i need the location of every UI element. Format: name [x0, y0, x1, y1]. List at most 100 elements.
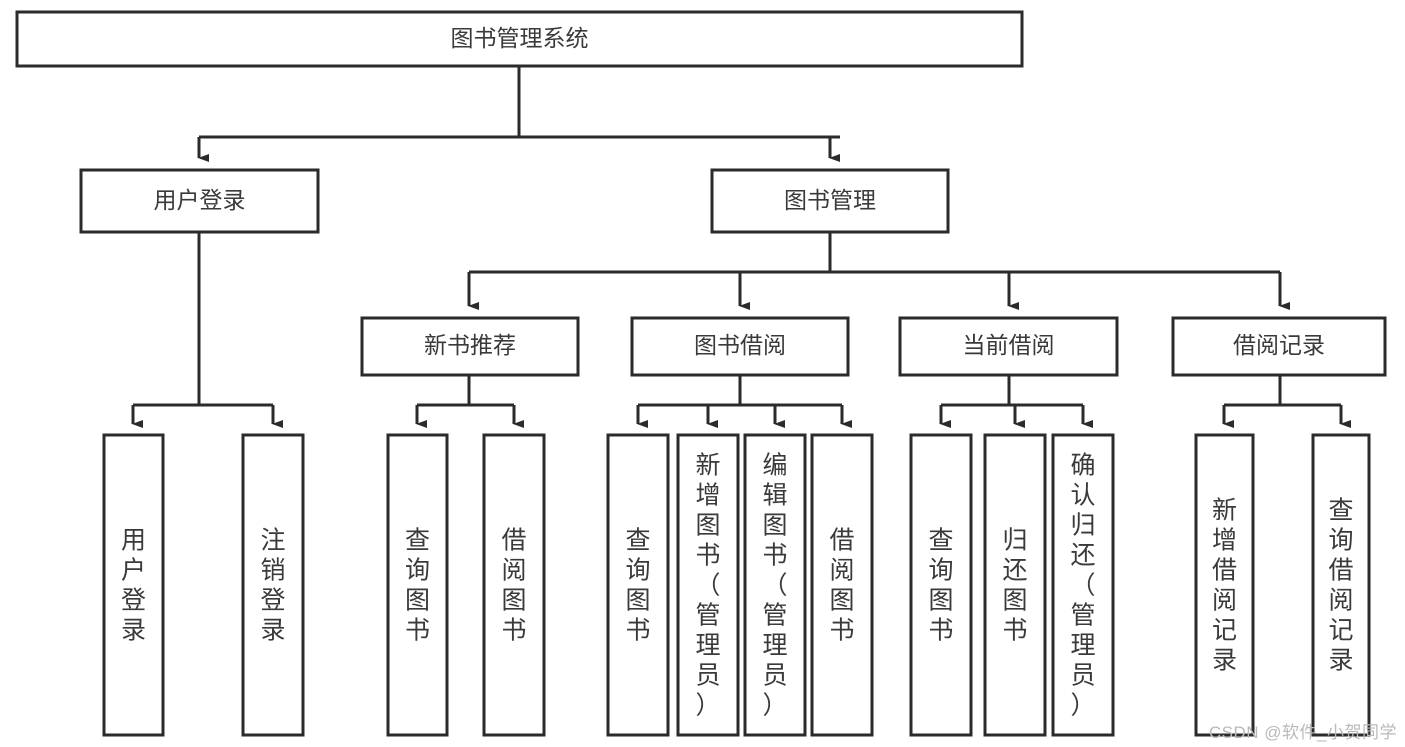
leaf-user-login-label: 用户登录	[121, 526, 146, 644]
svg-text:理: 理	[1070, 631, 1095, 659]
node-root[interactable]: 图书管理系统	[15, 10, 1024, 68]
svg-text:（: （	[762, 571, 787, 599]
node-book-manage-box[interactable]	[710, 168, 950, 234]
node-root-box[interactable]	[15, 10, 1024, 68]
svg-text:询: 询	[405, 556, 430, 584]
node-book-manage[interactable]: 图书管理	[710, 168, 950, 234]
node-new-book-rec-box[interactable]	[360, 316, 580, 377]
node-leaf-confirm-return-box[interactable]	[1051, 433, 1115, 737]
connector-group-book-borrow-to-leaves	[636, 375, 852, 428]
svg-text:图: 图	[405, 586, 430, 614]
svg-text:录: 录	[1212, 646, 1237, 674]
node-book-borrow[interactable]: 图书借阅	[630, 316, 850, 377]
svg-text:新: 新	[695, 451, 720, 479]
svg-text:理: 理	[762, 631, 787, 659]
svg-text:理: 理	[695, 631, 720, 659]
svg-text:借: 借	[1212, 556, 1237, 584]
svg-text:登: 登	[121, 586, 146, 614]
node-leaf-borrow-book-1-box[interactable]	[482, 433, 546, 737]
svg-text:阅: 阅	[1212, 586, 1237, 614]
node-leaf-borrow-book-2-box[interactable]	[810, 433, 874, 737]
svg-text:管: 管	[1070, 601, 1095, 629]
svg-text:阅: 阅	[829, 556, 854, 584]
node-borrow-record-box[interactable]	[1171, 316, 1387, 377]
svg-text:登: 登	[260, 586, 285, 614]
svg-text:管: 管	[695, 601, 720, 629]
node-leaf-query-record-box[interactable]	[1311, 433, 1371, 737]
node-leaf-query-book-2[interactable]	[606, 433, 670, 737]
svg-text:记: 记	[1212, 616, 1237, 644]
node-borrow-record-label: 借阅记录	[1233, 332, 1325, 358]
svg-text:书: 书	[928, 616, 953, 644]
svg-text:查: 查	[928, 526, 953, 554]
node-book-borrow-box[interactable]	[630, 316, 850, 377]
node-leaf-logout[interactable]	[241, 433, 305, 737]
svg-text:编: 编	[762, 451, 787, 479]
svg-text:书: 书	[501, 616, 526, 644]
svg-text:）: ）	[1070, 691, 1095, 719]
node-new-book-rec[interactable]: 新书推荐	[360, 316, 580, 377]
svg-text:员: 员	[762, 661, 787, 689]
svg-text:录: 录	[121, 616, 146, 644]
svg-text:图: 图	[762, 511, 787, 539]
svg-text:（: （	[1070, 571, 1095, 599]
node-leaf-query-book-2-box[interactable]	[606, 433, 670, 737]
node-current-borrow[interactable]: 当前借阅	[898, 316, 1119, 377]
node-leaf-query-book-3-box[interactable]	[909, 433, 973, 737]
node-leaf-borrow-book-2[interactable]	[810, 433, 874, 737]
svg-text:书: 书	[1002, 616, 1027, 644]
node-leaf-add-book-box[interactable]	[676, 433, 740, 737]
node-user-login-label: 用户登录	[154, 187, 246, 213]
node-leaf-add-record-box[interactable]	[1194, 433, 1255, 737]
node-book-manage-label: 图书管理	[784, 187, 876, 213]
node-root-label: 图书管理系统	[451, 25, 589, 51]
node-leaf-user-login[interactable]	[102, 433, 165, 737]
svg-text:认: 认	[1070, 481, 1095, 509]
node-leaf-return-book[interactable]	[983, 433, 1047, 737]
svg-text:归: 归	[1070, 511, 1095, 539]
node-leaf-query-book-1[interactable]	[386, 433, 449, 737]
node-new-book-rec-label: 新书推荐	[424, 332, 516, 358]
svg-text:注: 注	[260, 526, 285, 554]
watermark-text: CSDN @软件_小贺同学	[1208, 723, 1397, 742]
node-leaf-return-book-box[interactable]	[983, 433, 1047, 737]
node-book-borrow-label: 图书借阅	[694, 332, 786, 358]
node-user-login[interactable]: 用户登录	[79, 168, 320, 234]
svg-text:员: 员	[695, 661, 720, 689]
node-leaf-query-record[interactable]	[1311, 433, 1371, 737]
connector-group-new-book-rec-to-leaves	[415, 375, 524, 428]
svg-text:借: 借	[501, 526, 526, 554]
node-leaf-query-book-3[interactable]	[909, 433, 973, 737]
svg-text:销: 销	[260, 556, 285, 584]
connector-group-current-borrow-to-leaves	[939, 375, 1093, 428]
svg-text:书: 书	[625, 616, 650, 644]
node-leaf-user-login-box[interactable]	[102, 433, 165, 737]
node-user-login-box[interactable]	[79, 168, 320, 234]
node-current-borrow-box[interactable]	[898, 316, 1119, 377]
node-borrow-record[interactable]: 借阅记录	[1171, 316, 1387, 377]
svg-text:图: 图	[501, 586, 526, 614]
svg-text:图: 图	[695, 511, 720, 539]
node-leaf-edit-book[interactable]	[743, 433, 807, 737]
node-leaf-add-record[interactable]	[1194, 433, 1255, 737]
leaf-label-layer: 用户登录注销登录查询图书借阅图书查询图书新增图书（管理员）编辑图书（管理员）借阅…	[121, 451, 1354, 719]
node-leaf-borrow-book-1[interactable]	[482, 433, 546, 737]
svg-text:查: 查	[405, 526, 430, 554]
node-leaf-add-book[interactable]	[676, 433, 740, 737]
svg-text:辑: 辑	[762, 481, 787, 509]
svg-text:户: 户	[121, 556, 146, 584]
node-leaf-query-book-1-box[interactable]	[386, 433, 449, 737]
node-leaf-confirm-return[interactable]	[1051, 433, 1115, 737]
svg-text:图: 图	[829, 586, 854, 614]
node-leaf-logout-box[interactable]	[241, 433, 305, 737]
svg-text:书: 书	[405, 616, 430, 644]
node-leaf-edit-book-box[interactable]	[743, 433, 807, 737]
svg-text:确: 确	[1070, 451, 1095, 479]
